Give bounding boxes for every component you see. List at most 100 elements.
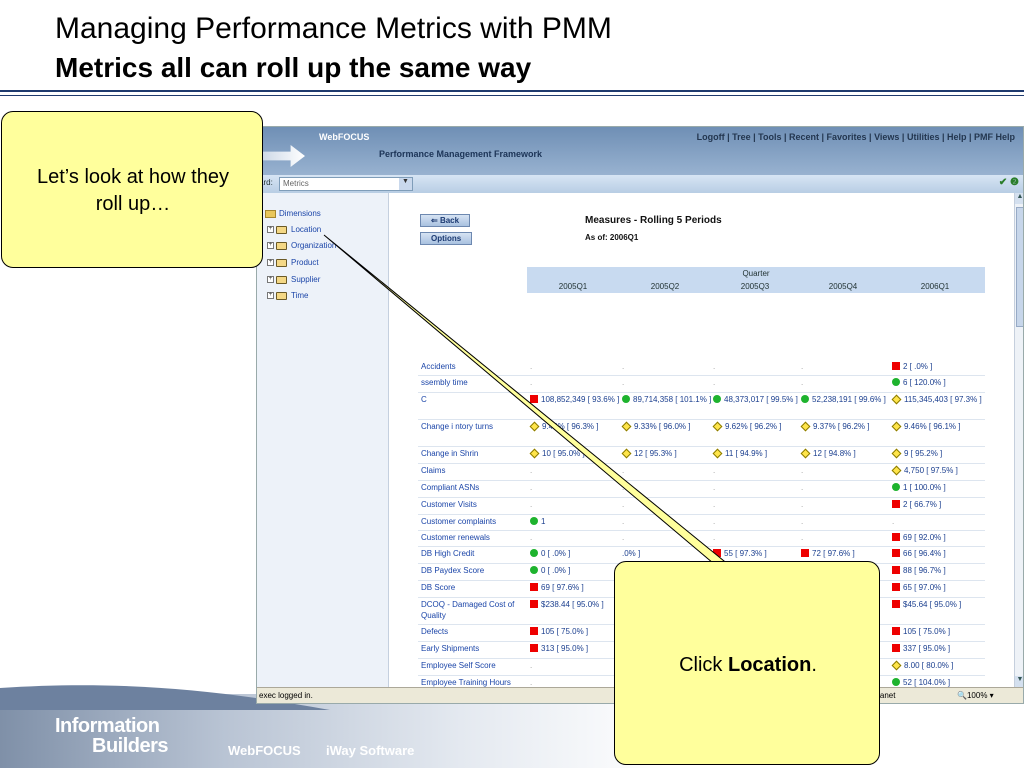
metric-cell[interactable]: 1 [ 100.0% ]	[892, 482, 982, 493]
metric-cell[interactable]: 4,750 [ 97.5% ]	[891, 465, 982, 476]
metric-name-link[interactable]: Claims	[421, 466, 446, 475]
metric-name-link[interactable]: Defects	[421, 627, 449, 636]
check-icon[interactable]: ✔ ❷	[998, 177, 1019, 188]
metric-cell[interactable]: 6 [ 120.0% ]	[892, 377, 982, 388]
zoom-control[interactable]: 🔍100% ▾	[957, 691, 994, 700]
tree-item-product[interactable]: +Product	[267, 258, 319, 267]
metric-cell[interactable]: 2 [ 66.7% ]	[892, 499, 982, 510]
vertical-scrollbar[interactable]: ▲ ▼	[1014, 193, 1023, 687]
metric-cell[interactable]: 105 [ 75.0% ]	[892, 626, 982, 637]
scroll-up-icon[interactable]: ▲	[1015, 193, 1023, 204]
metric-cell[interactable]: .	[801, 377, 891, 388]
metric-cell[interactable]: .	[622, 532, 712, 543]
back-button[interactable]: ⇐ Back	[420, 214, 471, 227]
metric-cell[interactable]: .	[713, 516, 803, 527]
metric-cell[interactable]: .	[622, 516, 712, 527]
metric-cell[interactable]: 9.37% [ 96.2% ]	[800, 421, 891, 432]
metric-cell[interactable]: 52 [ 104.0% ]	[892, 677, 982, 687]
metric-cell[interactable]: 1	[530, 516, 620, 527]
metric-name-link[interactable]: Compliant ASNs	[421, 483, 480, 492]
metric-cell[interactable]: 313 [ 95.0% ]	[530, 643, 620, 654]
metric-cell[interactable]: 9 [ 95.2% ]	[891, 448, 982, 459]
metric-cell[interactable]: .	[530, 377, 620, 388]
metric-cell[interactable]: .	[801, 499, 891, 510]
metric-cell[interactable]: 11 [ 94.9% ]	[712, 448, 803, 459]
metric-cell[interactable]: 10 [ 95.0% ]	[529, 448, 620, 459]
board-select[interactable]: Metrics ▼	[279, 177, 413, 191]
metric-cell[interactable]: 9.46% [ 96.1% ]	[891, 421, 982, 432]
metric-name-link[interactable]: Accidents	[421, 362, 456, 371]
metric-cell[interactable]: .	[713, 482, 803, 493]
metric-cell[interactable]: $238.44 [ 95.0% ]	[530, 599, 620, 610]
metric-cell[interactable]: 9.43% [ 96.3% ]	[529, 421, 620, 432]
metric-cell[interactable]: 0 [ .0% ]	[530, 565, 620, 576]
metric-name-link[interactable]: Employee Training Hours	[421, 678, 511, 687]
expand-icon[interactable]: +	[267, 226, 274, 234]
metric-cell[interactable]: 115,345,403 [ 97.3% ]	[891, 394, 982, 405]
metric-cell[interactable]: .0% ]	[622, 548, 712, 559]
metric-cell[interactable]: .	[713, 377, 803, 388]
metric-name-link[interactable]: Change in Shrin	[421, 449, 479, 458]
metric-cell[interactable]: .	[892, 516, 982, 527]
metric-name-link[interactable]: Customer Visits	[421, 500, 477, 509]
metric-cell[interactable]: .	[530, 482, 620, 493]
metric-cell[interactable]: 72 [ 97.6% ]	[801, 548, 891, 559]
metric-cell[interactable]: .	[622, 482, 712, 493]
metric-name-link[interactable]: Customer renewals	[421, 533, 490, 542]
metric-cell[interactable]: 108,852,349 [ 93.6% ]	[530, 394, 620, 405]
metric-cell[interactable]: 337 [ 95.0% ]	[892, 643, 982, 654]
column-header[interactable]: 2005Q1	[558, 282, 588, 291]
metric-cell[interactable]: .	[801, 532, 891, 543]
metric-cell[interactable]: .	[801, 465, 891, 476]
metric-cell[interactable]: .	[530, 677, 620, 687]
tree-item-location[interactable]: +Location	[267, 225, 321, 234]
metric-cell[interactable]: .	[713, 465, 803, 476]
metric-name-link[interactable]: Change i ntory turns	[421, 422, 494, 431]
expand-icon[interactable]: +	[267, 242, 274, 250]
metric-cell[interactable]: .	[530, 465, 620, 476]
metric-cell[interactable]: .	[530, 532, 620, 543]
metric-cell[interactable]: .	[801, 361, 891, 372]
metric-name-link[interactable]: ssembly time	[421, 378, 468, 387]
options-button[interactable]: Options	[420, 232, 473, 245]
metric-name-link[interactable]: Early Shipments	[421, 644, 480, 653]
metric-cell[interactable]: 88 [ 96.7% ]	[892, 565, 982, 576]
metric-cell[interactable]: 65 [ 97.0% ]	[892, 582, 982, 593]
metric-cell[interactable]: .	[801, 516, 891, 527]
metric-name-link[interactable]: Employee Self Score	[421, 661, 496, 670]
chevron-down-icon[interactable]: ▼	[399, 178, 412, 190]
metric-cell[interactable]: $45.64 [ 95.0% ]	[892, 599, 982, 610]
metric-name-link[interactable]: DB Paydex Score	[421, 566, 485, 575]
metric-cell[interactable]: 12 [ 95.3% ]	[621, 448, 712, 459]
metric-cell[interactable]: .	[713, 361, 803, 372]
metric-name-link[interactable]: Customer complaints	[421, 517, 497, 526]
column-header[interactable]: 2006Q1	[920, 282, 950, 291]
metric-cell[interactable]: .	[713, 532, 803, 543]
metric-cell[interactable]: 48,373,017 [ 99.5% ]	[713, 394, 803, 405]
tree-root[interactable]: Dimensions	[265, 209, 321, 218]
metric-cell[interactable]: 9.33% [ 96.0% ]	[621, 421, 712, 432]
metric-cell[interactable]: .	[622, 377, 712, 388]
metric-cell[interactable]: 12 [ 94.8% ]	[800, 448, 891, 459]
metric-cell[interactable]: .	[622, 361, 712, 372]
metric-cell[interactable]: 9.62% [ 96.2% ]	[712, 421, 803, 432]
metric-cell[interactable]: 105 [ 75.0% ]	[530, 626, 620, 637]
metric-cell[interactable]: 69 [ 92.0% ]	[892, 532, 982, 543]
metric-cell[interactable]: .	[801, 482, 891, 493]
metric-name-link[interactable]: DCOQ - Damaged Cost of Quality	[421, 600, 515, 620]
tree-item-organization[interactable]: +Organization	[267, 241, 336, 250]
column-header[interactable]: 2005Q4	[828, 282, 858, 291]
metric-name-link[interactable]: C	[421, 395, 427, 404]
metric-cell[interactable]: .	[713, 499, 803, 510]
metric-cell[interactable]: 8.00 [ 80.0% ]	[891, 660, 982, 671]
metric-cell[interactable]: .	[622, 465, 712, 476]
column-header[interactable]: 2005Q3	[740, 282, 770, 291]
metric-cell[interactable]: .	[530, 499, 620, 510]
metric-cell[interactable]: 2 [ .0% ]	[892, 361, 982, 372]
scroll-thumb[interactable]	[1016, 207, 1023, 327]
expand-icon[interactable]: +	[267, 292, 274, 300]
metric-cell[interactable]: .	[530, 361, 620, 372]
metric-cell[interactable]: 66 [ 96.4% ]	[892, 548, 982, 559]
metric-name-link[interactable]: DB Score	[421, 583, 456, 592]
metric-cell[interactable]: 0 [ .0% ]	[530, 548, 620, 559]
